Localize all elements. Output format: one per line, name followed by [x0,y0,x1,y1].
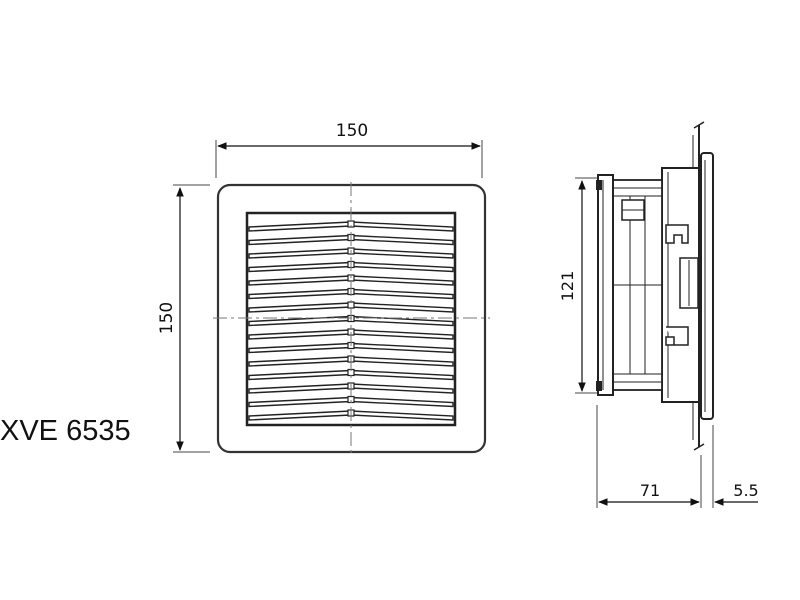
flange-thickness-label: 5.5 [733,481,758,500]
screw-bottom [596,381,602,391]
clip-upper [665,224,689,244]
clip-lower [665,326,689,346]
front-view: 150 150 [157,121,490,455]
depth-label: 71 [640,481,660,500]
side-height-label: 121 [558,271,577,302]
front-height-label: 150 [157,302,177,334]
model-label: XVE 6535 [0,415,131,447]
fan-back-plate [597,174,614,396]
wall-break-bottom [693,443,705,451]
side-dimensions: 121 71 5.5 [558,177,759,508]
side-view [596,121,714,451]
front-flange [700,152,714,420]
screw-top [596,180,602,190]
front-width-label: 150 [336,121,368,141]
wall-break-top [693,121,705,129]
